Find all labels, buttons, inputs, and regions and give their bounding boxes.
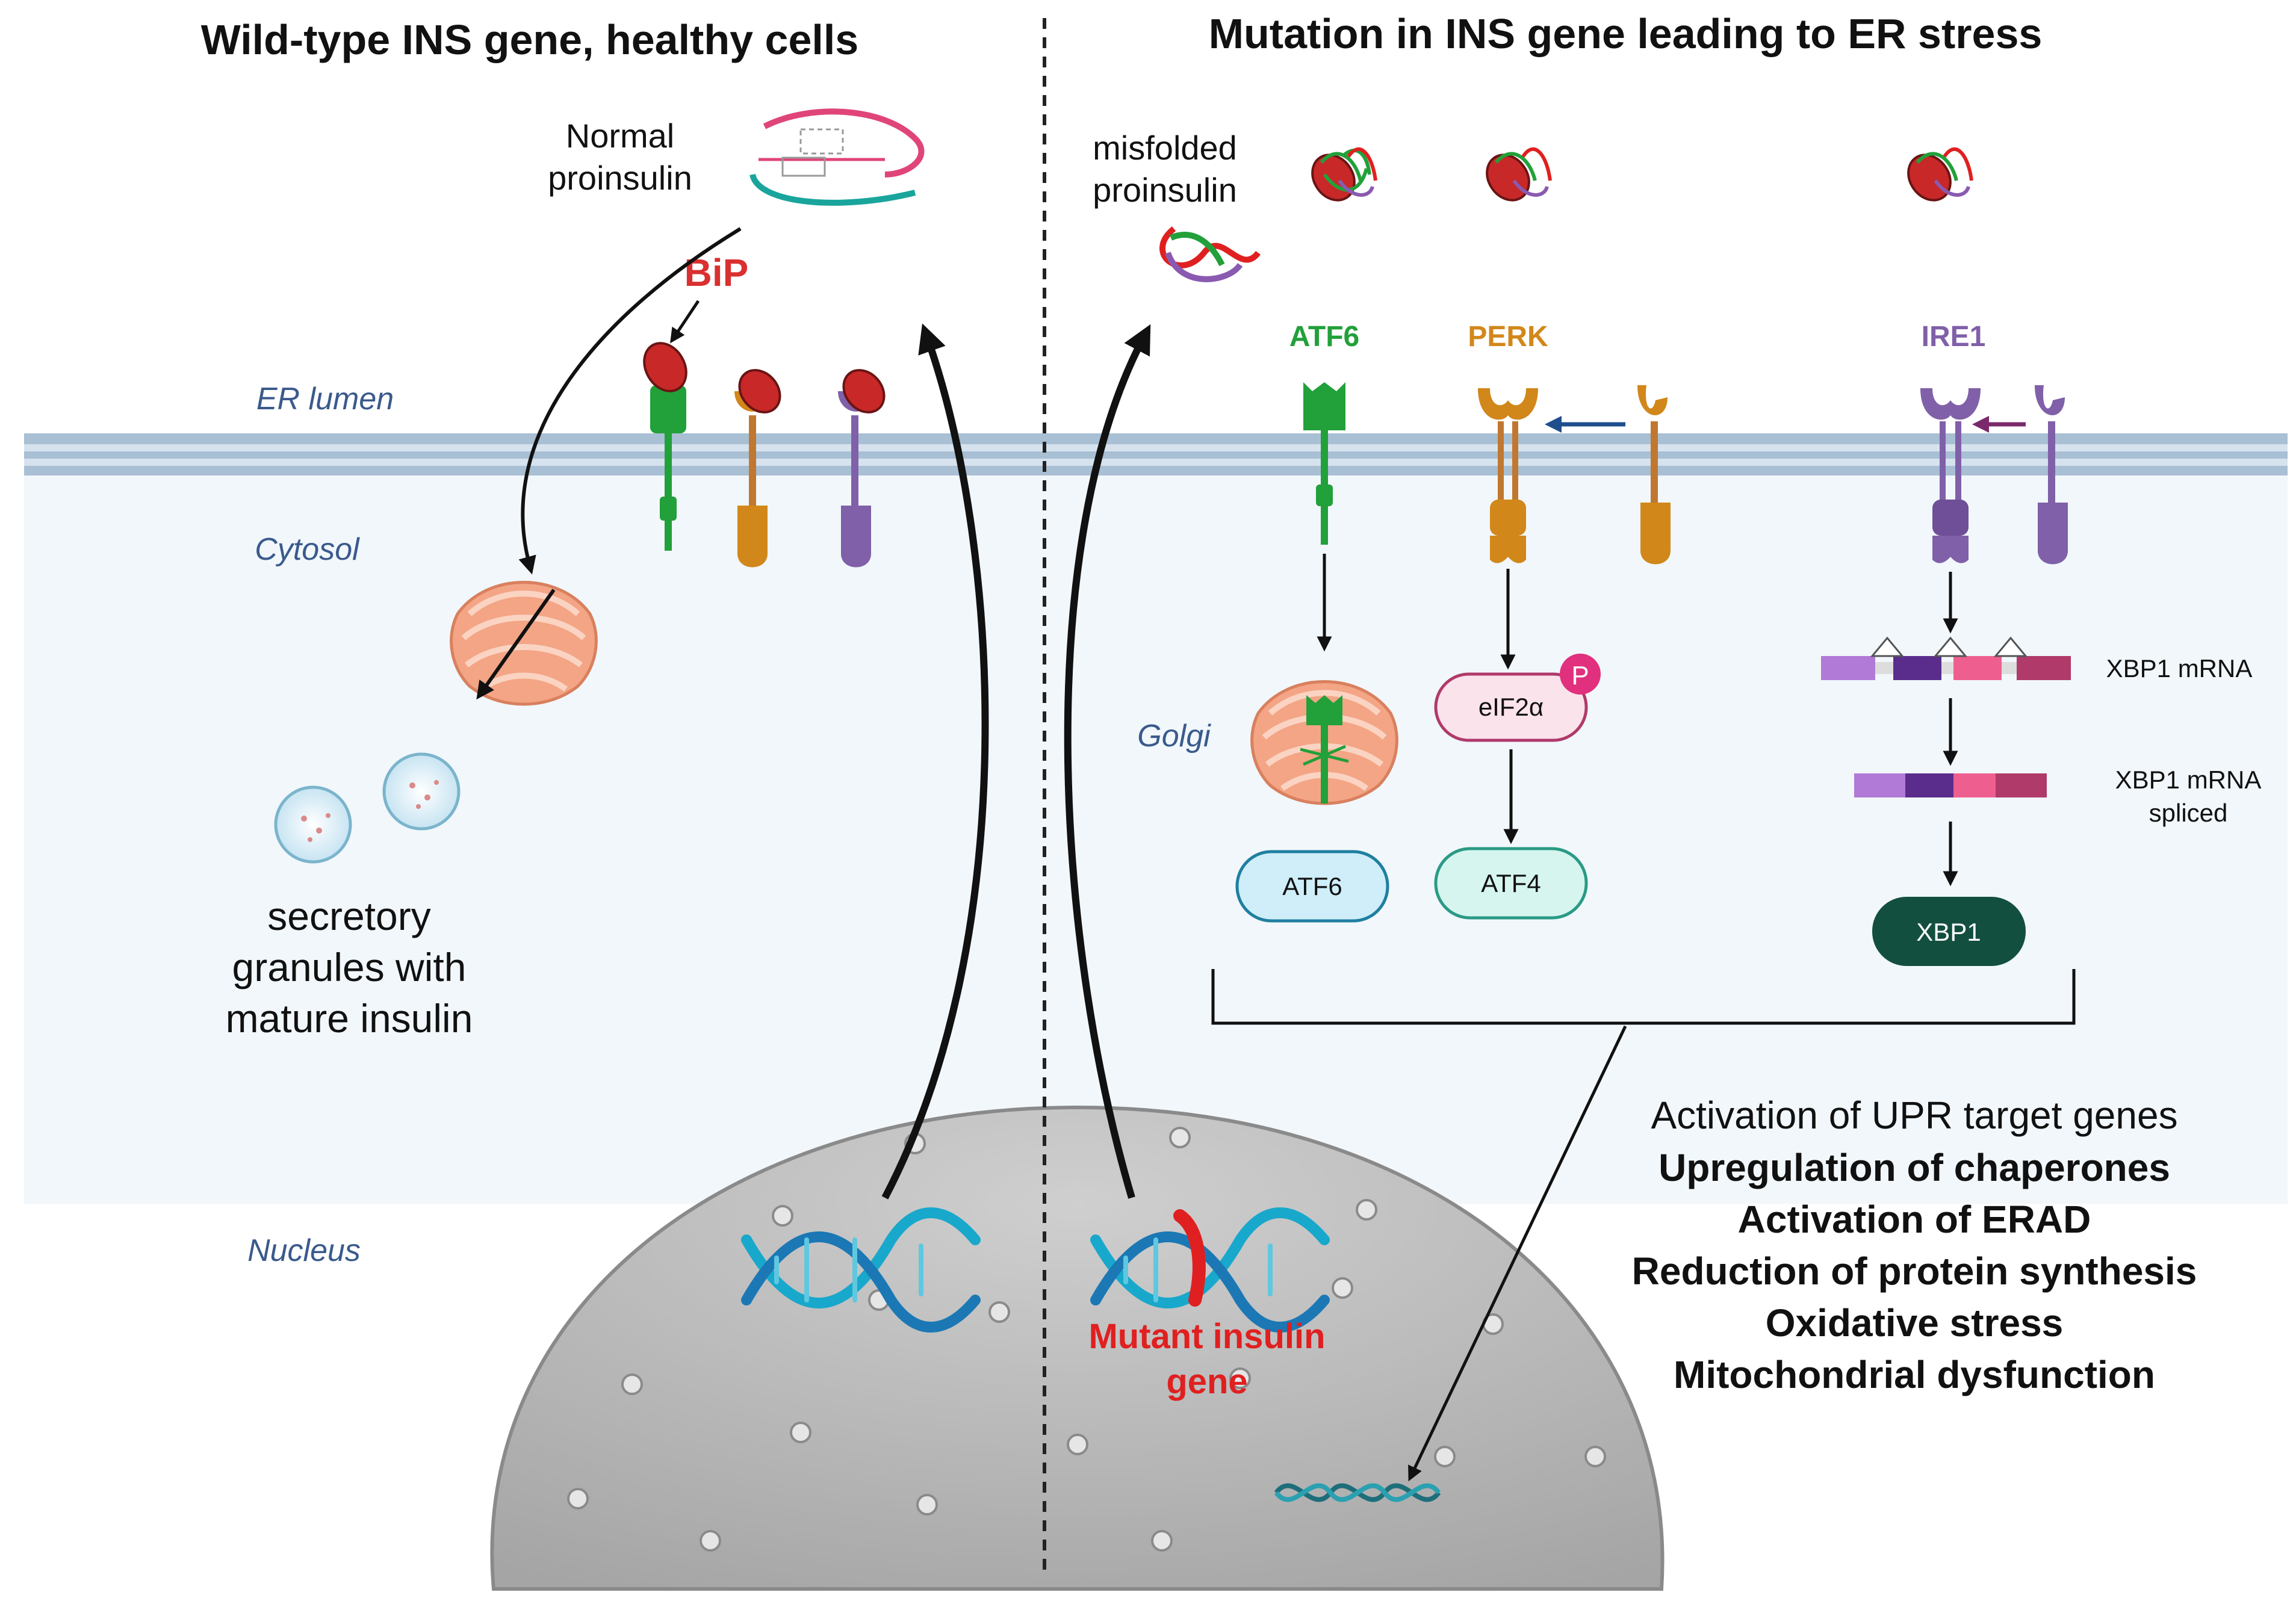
secretory-granule-1: [274, 785, 352, 864]
nucleus: [490, 1105, 1665, 1591]
atf6-in-golgi: [1300, 695, 1349, 803]
normal-proinsulin-icon: [749, 108, 925, 206]
perk-receptor-monomer: [1637, 385, 1671, 565]
bip-arrow: [670, 300, 700, 344]
atf6-receptor-bip-bound: [643, 342, 687, 551]
atf6-output-label: ATF6: [1282, 872, 1342, 900]
outcome-erad: Activation of ERAD: [1738, 1198, 2091, 1241]
xbp1-mrna-icon: [1821, 636, 2071, 680]
misfolded-label-line2: proinsulin: [1093, 171, 1237, 209]
er-lumen-label: ER lumen: [256, 382, 394, 416]
cytosol-label: Cytosol: [255, 532, 360, 567]
xbp1-spliced-label-line2: spliced: [2149, 799, 2228, 827]
ire1-receptor-monomer: [2035, 385, 2068, 565]
perk-receptor-bip-bound: [734, 369, 781, 568]
xbp1-mrna-label: XBP1 mRNA: [2106, 654, 2253, 683]
xbp1-spliced-mrna-icon: [1854, 773, 2047, 797]
normal-proinsulin-label-line2: proinsulin: [548, 159, 692, 197]
misfolded-proinsulin-icon: [1159, 226, 1261, 282]
misfolded-label-line1: misfolded: [1093, 129, 1237, 167]
outcome-chaperones: Upregulation of chaperones: [1658, 1146, 2170, 1189]
ire1-receptor-label: IRE1: [1922, 321, 1986, 353]
bracket-to-target-genes-arrow: [1408, 1025, 1627, 1482]
golgi-left: [451, 583, 597, 705]
phospho-badge: [1560, 654, 1601, 695]
outcome-protein-synthesis: Reduction of protein synthesis: [1632, 1249, 2197, 1293]
atf4-output-box: [1434, 847, 1588, 920]
xbp1-spliced-label-line1: XBP1 mRNA: [2115, 766, 2262, 794]
secretion-path-arrow: [518, 227, 742, 575]
mutant-dna-icon: [1090, 1207, 1330, 1333]
granules-label-line1: secretory: [267, 894, 430, 938]
xbp1-output-box: [1872, 897, 2026, 966]
nucleus-label: Nucleus: [247, 1233, 361, 1268]
wildtype-dna-icon: [741, 1207, 981, 1333]
atf6-output-box: [1235, 850, 1389, 923]
granules-label-line3: mature insulin: [226, 996, 473, 1041]
mutant-gene-label-line1: Mutant insulin: [1088, 1317, 1325, 1356]
misfolded-cluster-ire1: [1907, 147, 1973, 202]
perk-receptor-label: PERK: [1468, 321, 1548, 353]
eif2a-box: [1434, 672, 1588, 742]
mutant-gene-label-line2: gene: [1166, 1362, 1247, 1401]
outcome-header: Activation of UPR target genes: [1651, 1094, 2177, 1137]
eif2a-label: eIF2α: [1478, 693, 1544, 721]
wildtype-gene-expression-arrow: [881, 323, 989, 1200]
left-panel-title: Wild-type INS gene, healthy cells: [201, 16, 858, 63]
nuclear-pores: [567, 1127, 1606, 1552]
outcome-oxidative-stress: Oxidative stress: [1766, 1301, 2064, 1345]
secretory-granule-2: [382, 752, 461, 831]
outcome-mitochondrial: Mitochondrial dysfunction: [1674, 1353, 2155, 1396]
atf6-receptor-active: [1303, 382, 1345, 545]
normal-proinsulin-label-line1: Normal: [566, 117, 674, 155]
phospho-label: P: [1571, 661, 1589, 690]
ire1-receptor-dimer: [1920, 388, 1981, 563]
misfolded-cluster-perk: [1486, 147, 1552, 202]
atf6-receptor-label: ATF6: [1289, 321, 1359, 353]
golgi-label: Golgi: [1137, 719, 1211, 754]
cytosol-background: [24, 457, 2288, 1204]
golgi-to-granules-arrow: [476, 589, 556, 700]
right-panel-title: Mutation in INS gene leading to ER stres…: [1209, 10, 2043, 57]
xbp1-output-label: XBP1: [1916, 918, 1981, 946]
ire1-receptor-bip-bound: [838, 369, 886, 568]
mutant-gene-expression-arrow: [1064, 324, 1151, 1199]
atf4-output-label: ATF4: [1481, 869, 1541, 897]
target-gene-dna-icon: [1274, 1483, 1441, 1502]
er-membrane: [24, 433, 2288, 475]
convergence-bracket: [1211, 969, 2076, 1025]
misfolded-cluster-atf6: [1311, 147, 1377, 202]
perk-receptor-dimer: [1478, 388, 1538, 563]
granules-label-line2: granules with: [232, 945, 467, 989]
